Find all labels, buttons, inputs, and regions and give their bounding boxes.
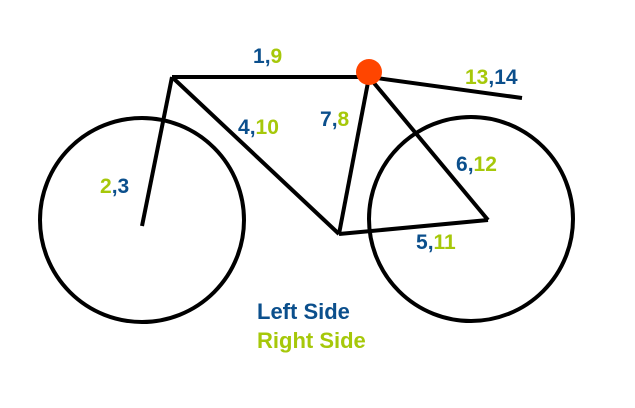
label-right-value: 9	[270, 45, 283, 68]
label-chain-stay: 5,11	[416, 232, 456, 253]
label-left-value: 7	[320, 108, 332, 131]
label-right-value: 13	[465, 66, 489, 89]
label-handlebar: 13,14	[465, 67, 518, 88]
legend-right-side: Right Side	[257, 328, 366, 353]
label-left-value: 4	[238, 116, 250, 139]
label-left-value: 5	[416, 231, 428, 254]
label-right-value: 8	[337, 108, 350, 131]
label-right-value: 2	[100, 175, 112, 198]
label-down-tube: 4,10	[238, 117, 279, 138]
label-separator: ,	[427, 231, 434, 254]
label-top-tube: 1,9	[253, 46, 282, 67]
label-separator: ,	[249, 116, 256, 139]
fork-line	[367, 75, 490, 222]
label-separator: ,	[467, 153, 474, 176]
label-separator: ,	[488, 66, 495, 89]
seat-post-line	[140, 76, 174, 227]
joint-marker-icon	[356, 59, 382, 85]
label-separator: ,	[264, 45, 271, 68]
label-seat-post: 2,3	[100, 176, 129, 197]
seat-tube-line	[337, 76, 371, 235]
front-wheel	[367, 115, 575, 323]
label-left-value: 14	[494, 66, 518, 89]
label-left-value: 6	[456, 153, 468, 176]
legend-left-side: Left Side	[257, 299, 350, 324]
label-seat-tube: 7,8	[320, 109, 349, 130]
label-right-value: 12	[473, 153, 497, 176]
label-right-value: 10	[255, 116, 279, 139]
label-right-value: 11	[433, 231, 456, 254]
label-left-value: 1	[253, 45, 265, 68]
chain-stay-line	[338, 218, 489, 236]
rear-wheel	[38, 116, 246, 324]
label-separator: ,	[331, 108, 338, 131]
handlebar-line	[368, 75, 523, 100]
label-separator: ,	[111, 175, 118, 198]
label-left-value: 3	[117, 175, 130, 198]
down-tube-line	[170, 75, 341, 236]
label-fork: 6,12	[456, 154, 497, 175]
